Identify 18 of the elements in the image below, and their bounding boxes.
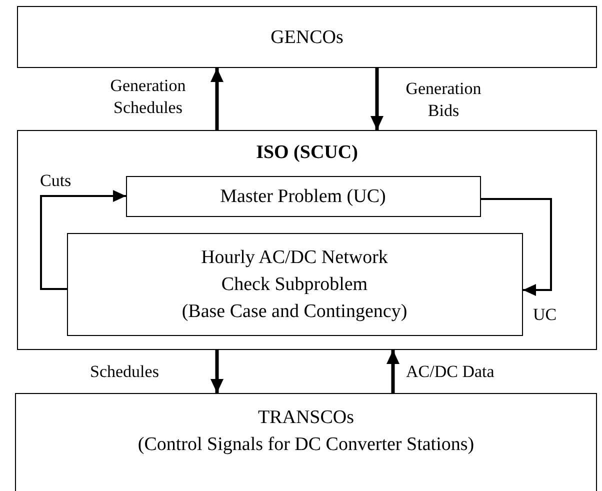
box-label: Hourly AC/DC Network Check Subproblem <box>200 246 389 296</box>
box-label: (Base Case and Contingency) <box>182 300 408 324</box>
box-label: TRANSCOs <box>258 406 354 430</box>
process-box <box>17 130 597 350</box>
arrow <box>481 198 552 296</box>
arrow <box>210 68 224 130</box>
process-box <box>15 393 597 491</box>
box-label: (Control Signals for DC Converter Stations) <box>138 433 474 457</box>
arrow <box>210 350 224 393</box>
box-label: GENCOs <box>270 26 344 50</box>
arrow <box>40 190 126 290</box>
process-box <box>17 6 597 68</box>
process-box <box>126 176 480 216</box>
arrow <box>370 68 384 130</box>
box-label: Master Problem (UC) <box>220 184 386 208</box>
arrow <box>386 350 400 393</box>
box-heading: ISO (SCUC) <box>256 141 358 165</box>
process-box <box>66 232 522 336</box>
